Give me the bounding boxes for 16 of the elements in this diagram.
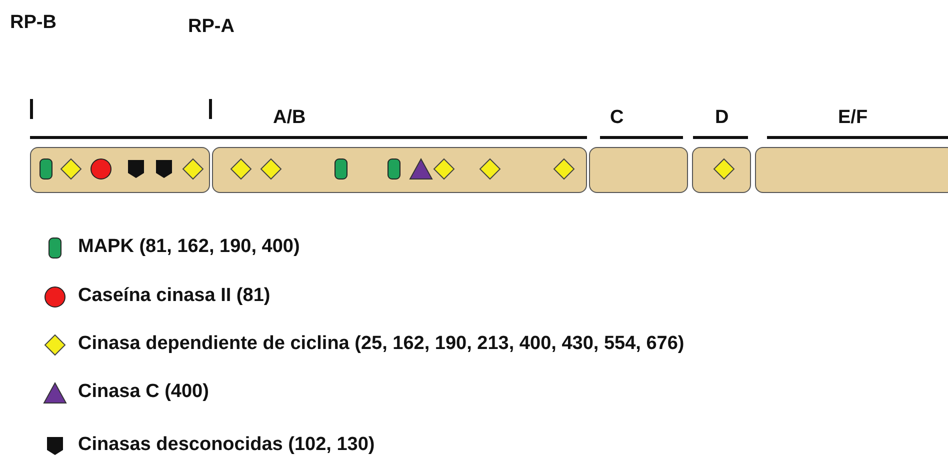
region-label: RP-B [10,12,56,34]
domain-segment [589,147,688,193]
domain-segment [755,147,948,193]
domain-label: D [715,107,729,129]
domain-segment [212,147,587,193]
legend-text: Caseína cinasa II (81) [78,285,270,307]
domain-label: C [610,107,624,129]
legend-text: Cinasa C (400) [78,381,209,403]
region-label: RP-A [188,16,234,38]
domain-segment [692,147,751,193]
domain-label: E/F [838,107,868,129]
legend-text: MAPK (81, 162, 190, 400) [78,236,300,258]
domain-label: A/B [273,107,306,129]
legend-text: Cinasa dependiente de ciclina (25, 162, 190, 213, 400, 430, 554, 676) [78,333,684,355]
domain-segment [30,147,210,193]
legend-text: Cinasas desconocidas (102, 130) [78,434,375,456]
